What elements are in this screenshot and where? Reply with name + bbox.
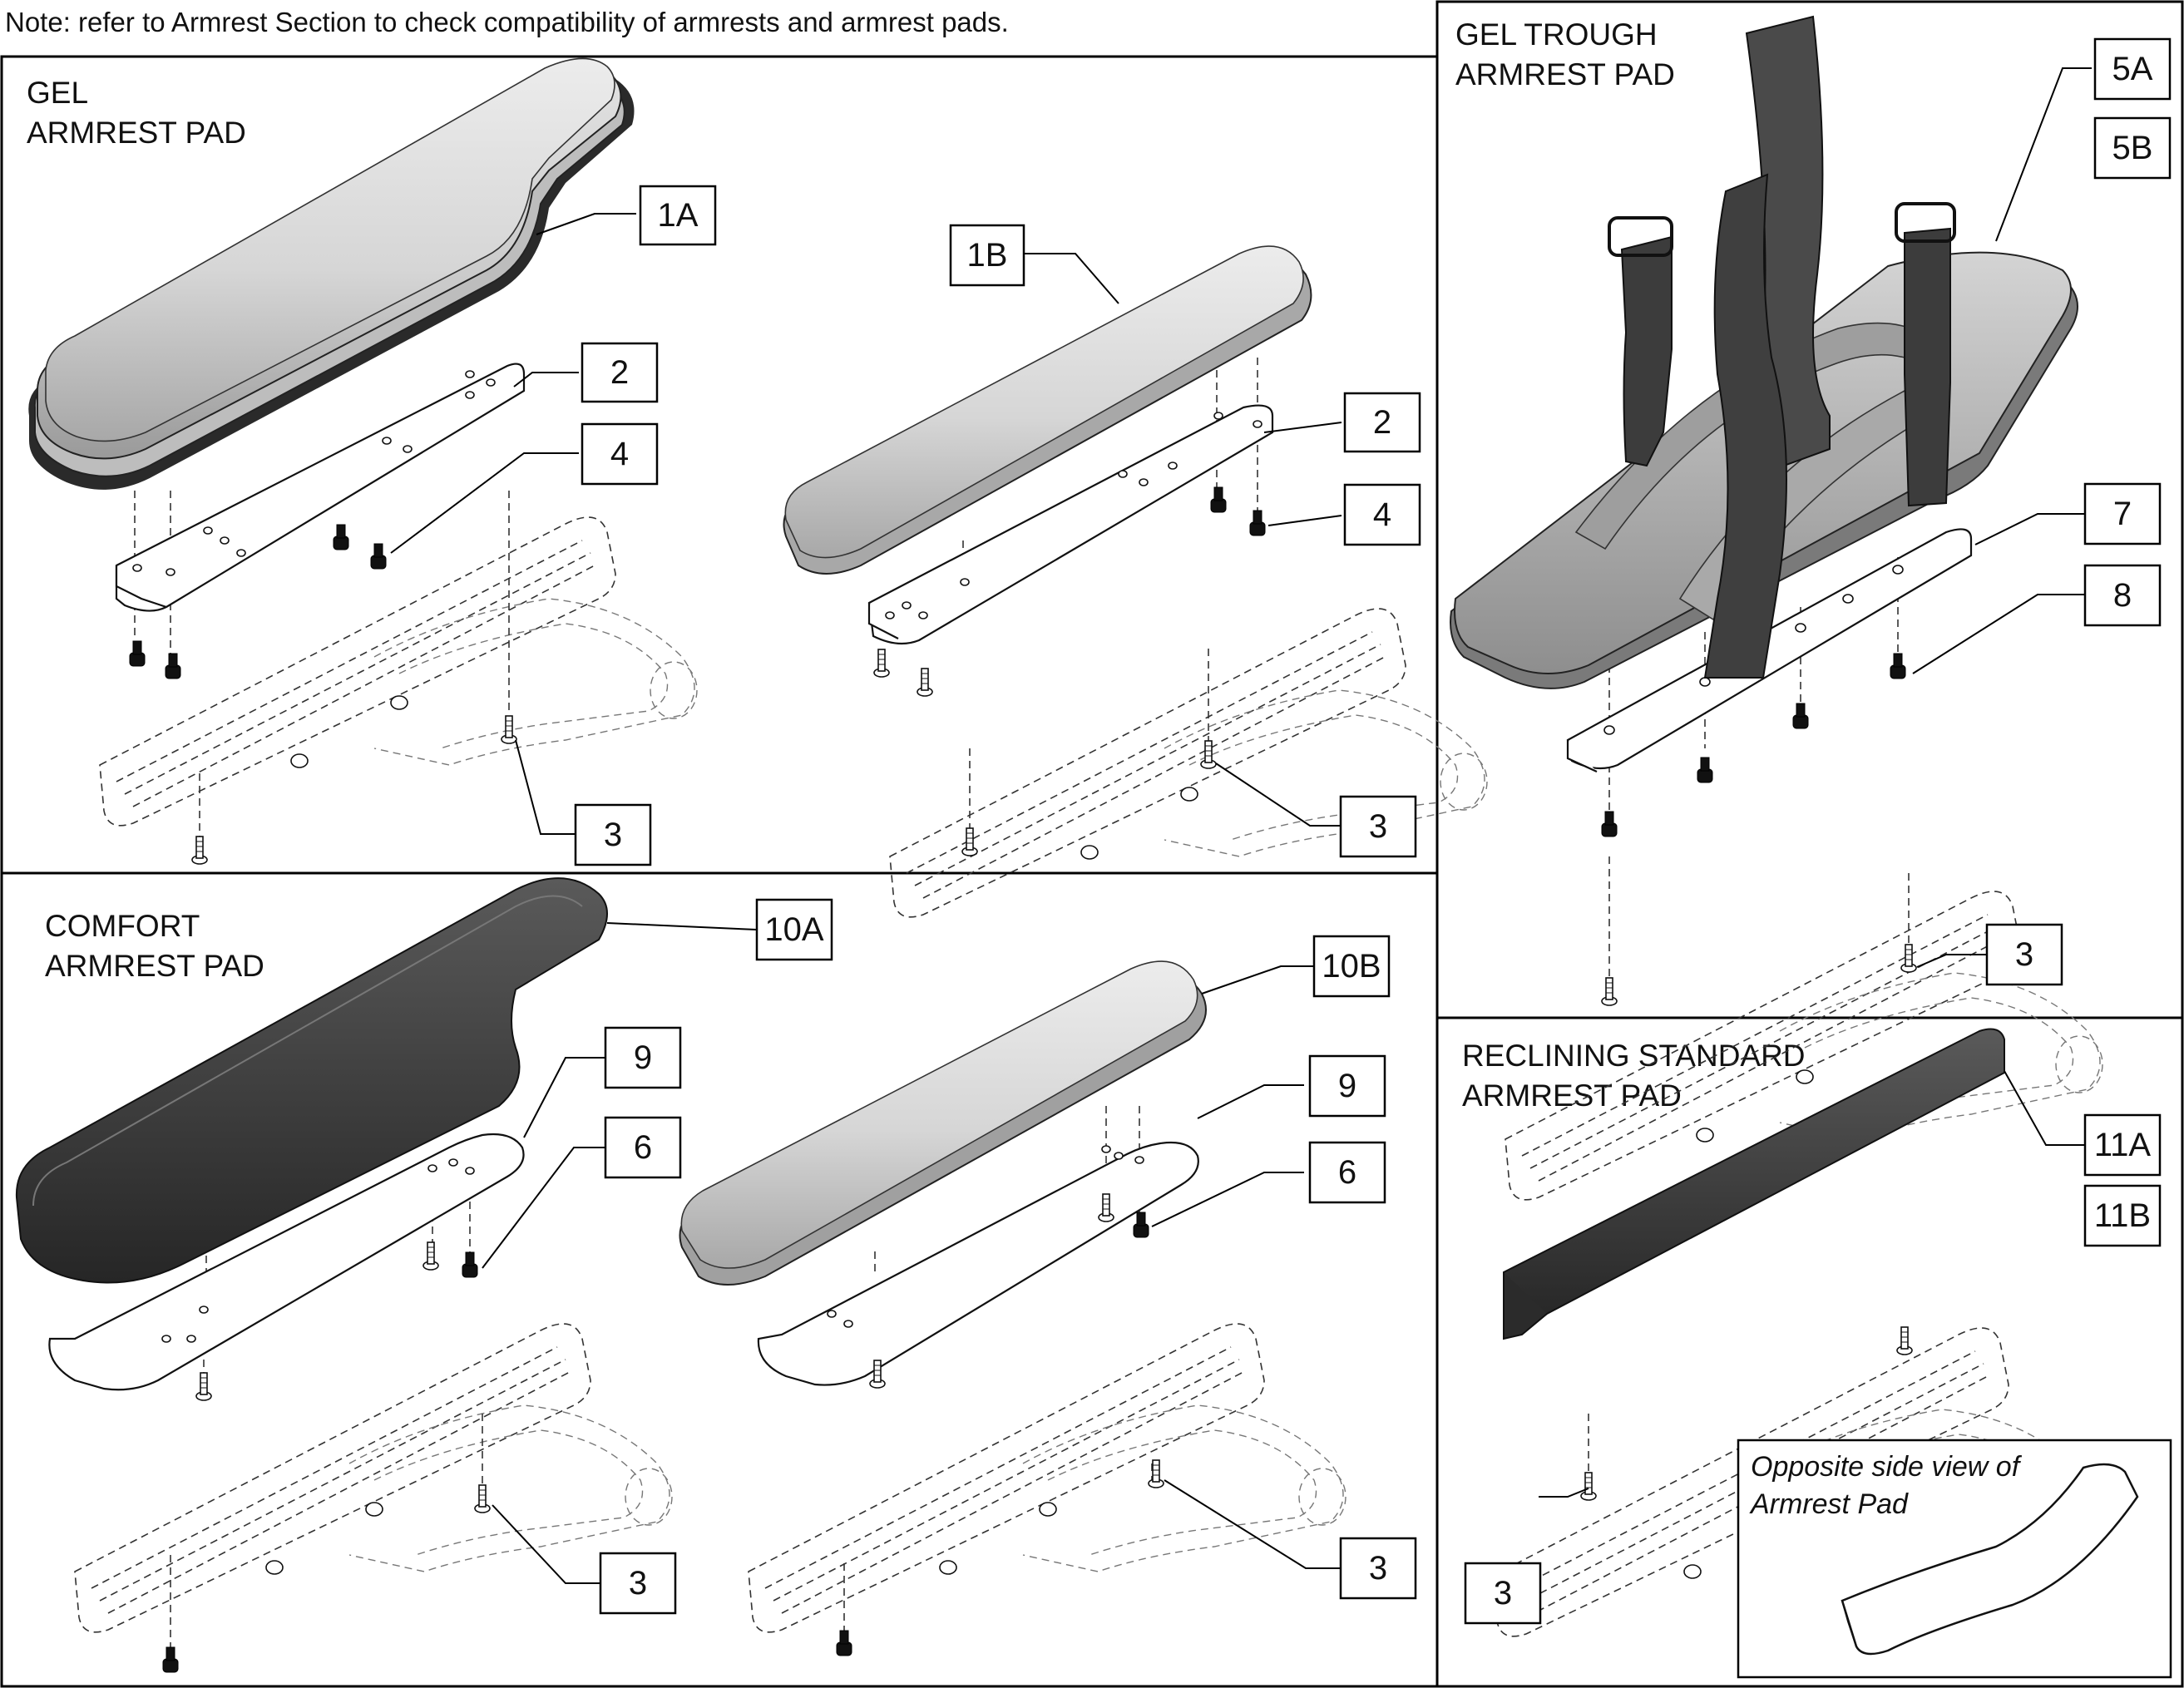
callout-11b: 11B [2083,1184,2162,1247]
svg-text:8: 8 [2113,577,2132,614]
svg-text:3: 3 [1494,1575,1512,1611]
comfort-title-line1: COMFORT [45,909,200,943]
callout-8: 8 [2083,564,2162,627]
comfort-assembly-10a [15,877,673,1673]
comfort-assembly-10b [679,960,1346,1656]
callout-3-trough: 3 [1985,923,2063,986]
svg-text:9: 9 [1338,1068,1356,1104]
gel-title-line1: GEL [27,76,88,110]
comfort-pad-10a [15,877,608,1284]
mounting-plate [48,1133,525,1391]
svg-text:9: 9 [634,1039,652,1076]
gel-trough-assembly [1450,15,2103,1201]
callout-9-b: 9 [1308,1054,1386,1118]
svg-text:1A: 1A [658,197,699,234]
callout-1a: 1A [639,185,717,246]
svg-text:1B: 1B [967,237,1008,274]
callout-4-gel-b: 4 [1343,483,1421,546]
gel-assembly-1a [28,57,698,865]
trough-title-line1: GEL TROUGH [1455,17,1658,52]
panel-reclining [1435,1016,2184,1688]
gel-pad-1a [28,57,635,490]
callout-3-comfort-a: 3 [599,1552,677,1615]
reclining-title-line2: ARMREST PAD [1462,1078,1682,1113]
svg-text:4: 4 [1373,496,1391,533]
callout-3-gel-a: 3 [574,803,652,866]
inset-caption-line1: Opposite side view of [1751,1451,2023,1483]
svg-text:3: 3 [2015,936,2033,973]
callout-10a: 10A [755,898,833,961]
reclining-pad-opposite-view [1841,1463,2139,1656]
svg-text:5A: 5A [2112,51,2153,87]
callout-3-reclining: 3 [1464,1562,1542,1625]
svg-text:3: 3 [1369,808,1387,845]
mounting-plate [115,363,526,612]
svg-text:7: 7 [2113,496,2132,532]
callout-3-gel-b: 3 [1339,795,1417,858]
mounting-plate [1566,528,1973,773]
svg-text:5B: 5B [2112,130,2153,166]
inset-caption-line2: Armrest Pad [1749,1488,1909,1520]
svg-text:11B: 11B [2094,1197,2151,1234]
svg-text:10A: 10A [764,911,823,948]
svg-text:4: 4 [610,436,629,472]
gel-pad-1b [783,245,1312,575]
leader-lines [390,67,2092,1584]
callout-7: 7 [2083,482,2162,545]
svg-text:11A: 11A [2094,1127,2152,1163]
svg-text:10B: 10B [1322,948,1381,985]
callout-5b: 5B [2093,116,2172,180]
compatibility-note: Note: refer to Armrest Section to check … [5,7,1009,37]
callout-10b: 10B [1312,935,1391,998]
svg-text:3: 3 [604,817,622,853]
callout-9-a: 9 [604,1026,682,1089]
reclining-pad-11a [1502,1028,2005,1340]
strap [1608,15,1956,679]
svg-text:3: 3 [1369,1550,1387,1587]
svg-text:2: 2 [610,354,629,391]
mounting-plate [757,1141,1199,1386]
comfort-title-line2: ARMREST PAD [45,949,264,983]
callout-2-gel: 2 [581,342,659,403]
svg-text:6: 6 [634,1129,652,1166]
callout-4-gel: 4 [581,422,659,486]
trough-title-line2: ARMREST PAD [1455,57,1675,91]
svg-text:2: 2 [1373,404,1391,441]
gel-title-line2: ARMREST PAD [27,116,246,150]
comfort-pad-10b [679,960,1207,1286]
callout-6-a: 6 [604,1116,682,1179]
svg-text:6: 6 [1338,1154,1356,1191]
svg-text:3: 3 [629,1565,647,1602]
reclining-title-line1: RECLINING STANDARD [1462,1039,1806,1073]
callout-1b: 1B [949,224,1025,287]
panel-gel [0,55,1439,875]
callout-3-comfort-b: 3 [1339,1537,1417,1600]
callout-2-gel-b: 2 [1343,392,1421,453]
callout-6-b: 6 [1308,1141,1386,1204]
callout-11a: 11A [2083,1113,2162,1177]
gel-assembly-1b [783,245,1488,918]
callout-5a: 5A [2093,37,2172,101]
